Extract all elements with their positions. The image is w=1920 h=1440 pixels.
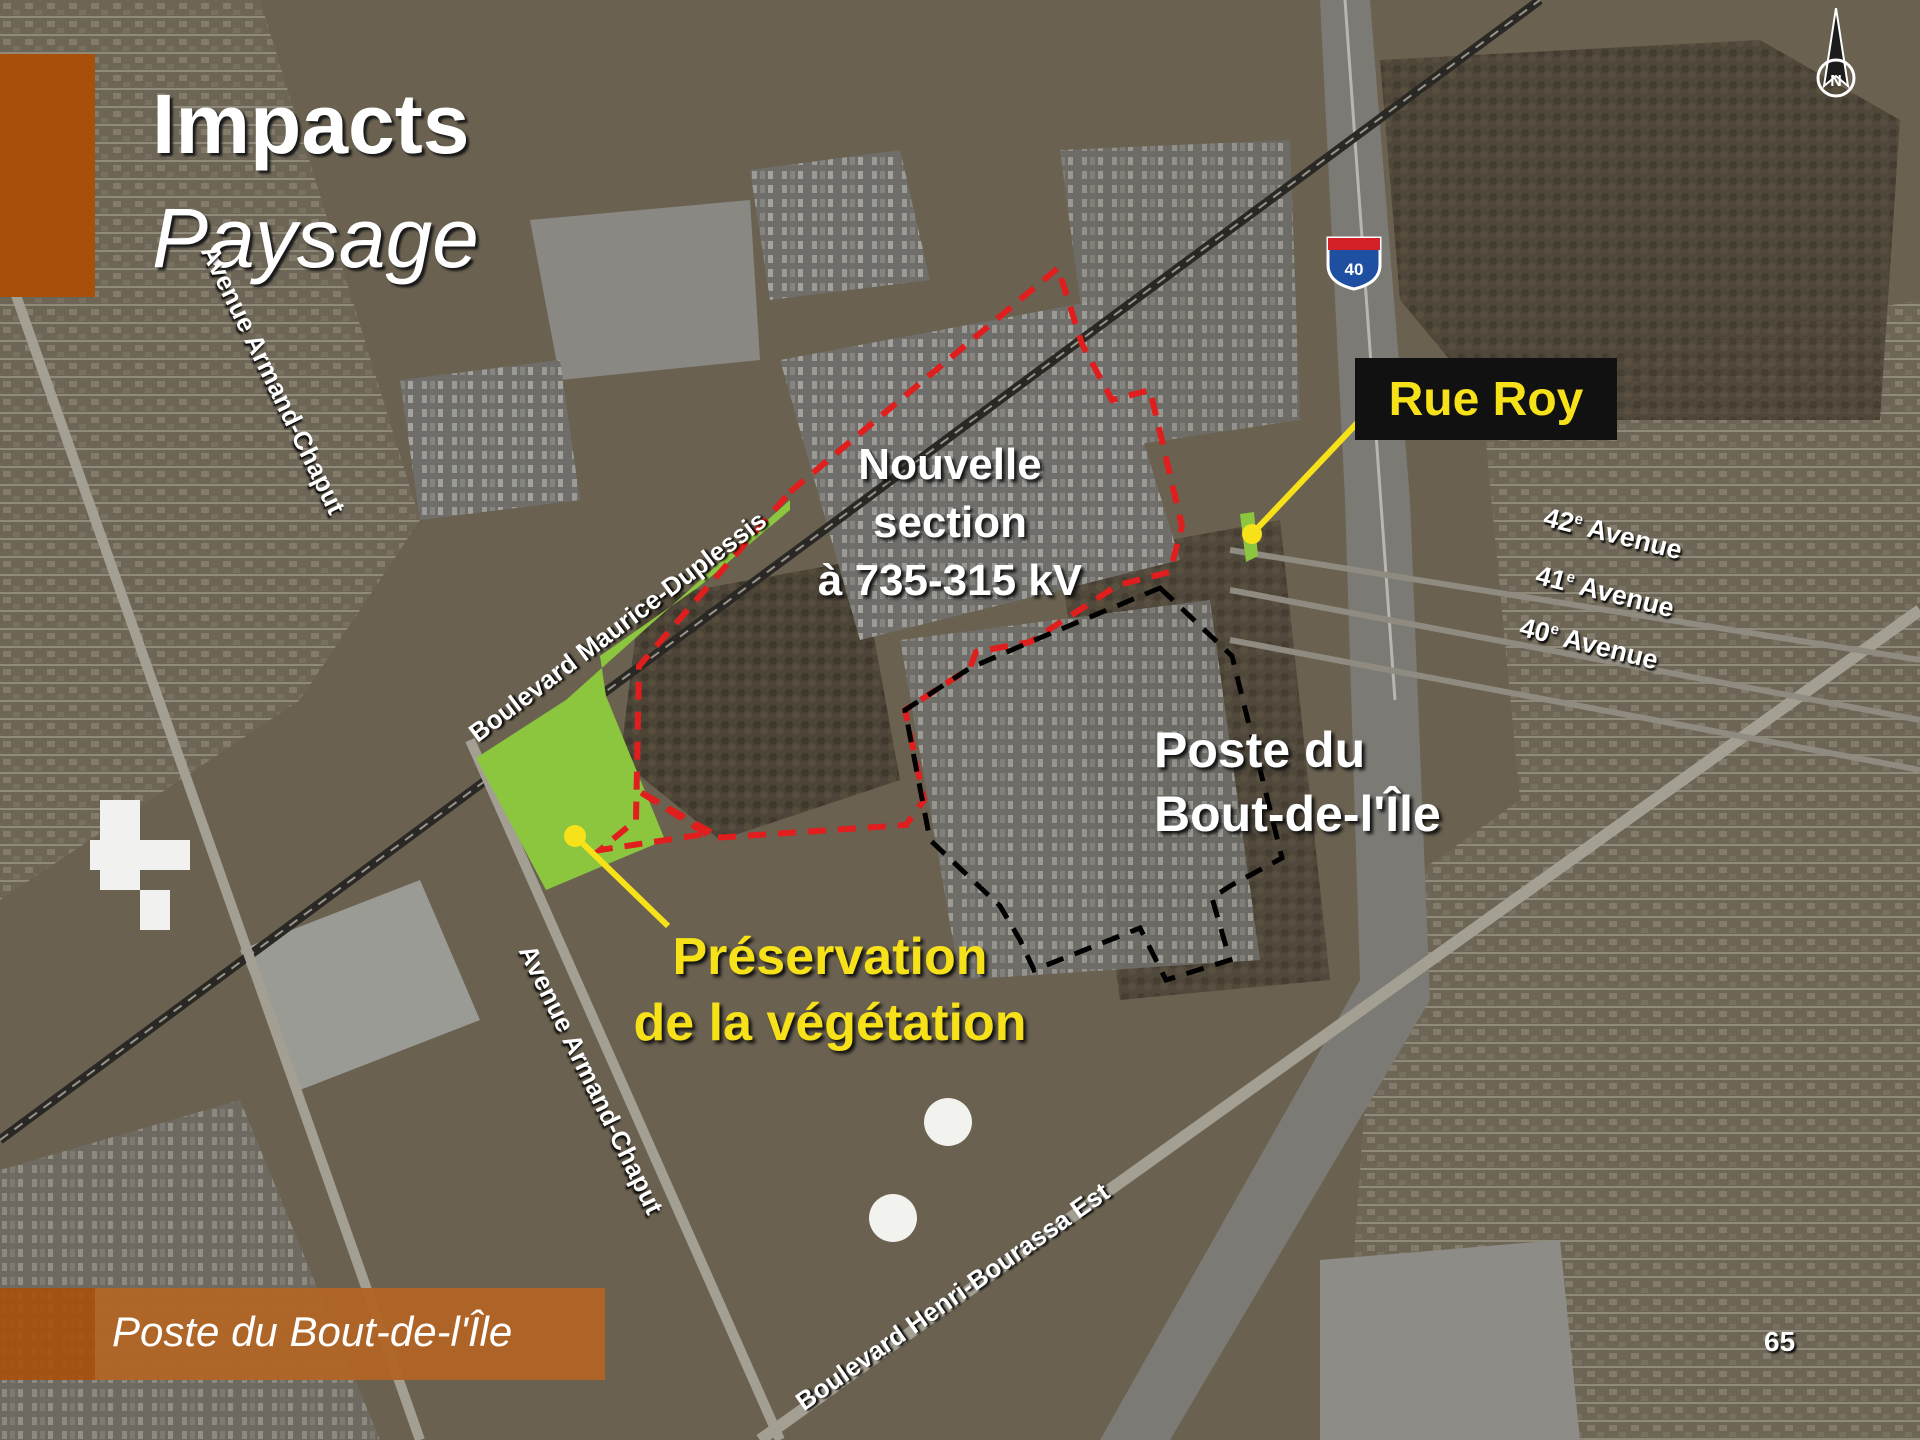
highway-lane	[1343, 0, 1397, 701]
new-section-yard	[780, 300, 1180, 640]
storage-tank	[869, 1194, 917, 1242]
building-complex-southwest	[240, 880, 480, 1090]
new-section-label: Nouvelle section à 735-315 kV	[817, 440, 1083, 605]
road-40-avenue	[1229, 637, 1920, 773]
rue-roy-callout: Rue Roy	[1355, 358, 1617, 440]
road-armand-chaput	[0, 248, 425, 1440]
new-section-boundary	[589, 262, 1186, 855]
rue-roy-leader-line	[1249, 417, 1363, 537]
rue-roy-marker	[1242, 524, 1262, 544]
school-building	[90, 800, 190, 930]
highway-40-shield-icon: 40	[1326, 236, 1382, 291]
road-armand-chaput-south	[465, 737, 785, 1440]
storage-tank	[924, 1098, 972, 1146]
footer-bar-gradient	[95, 1288, 605, 1380]
railway-ties	[0, 0, 1541, 1141]
page-number: 65	[1764, 1326, 1796, 1357]
road-41-avenue	[1229, 587, 1920, 723]
parking-lot-west	[400, 360, 580, 520]
title-accent-bar	[0, 54, 95, 297]
slide-title: Impacts	[152, 77, 470, 171]
slide-subtitle: Paysage	[152, 191, 479, 285]
substation-label: Poste du Bout-de-l'Île	[1154, 722, 1441, 842]
wooded-area-northeast	[1380, 40, 1900, 420]
preservation-marker	[564, 825, 586, 847]
vegetation-preservation-zone	[476, 500, 790, 890]
svg-text:N: N	[1830, 73, 1842, 90]
road-henri-bourassa	[756, 605, 1920, 1440]
vegetation-preservation-label: Préservation de la végétation	[633, 928, 1027, 1052]
footer-label: Poste du Bout-de-l'Île	[112, 1308, 513, 1355]
svg-text:40: 40	[1345, 260, 1364, 279]
existing-substation-boundary	[902, 585, 1285, 984]
preservation-leader-line	[572, 833, 671, 929]
highway-40	[1100, 0, 1430, 1440]
residential-west	[0, 0, 420, 900]
substation-yard	[900, 600, 1260, 980]
north-arrow-icon: N	[1816, 8, 1856, 98]
parking-lot-north	[750, 150, 930, 300]
road-42-avenue	[1229, 547, 1920, 663]
warehouse-roof	[530, 200, 760, 380]
industrial-southeast	[1320, 1240, 1580, 1440]
residential-east	[1340, 300, 1920, 1440]
